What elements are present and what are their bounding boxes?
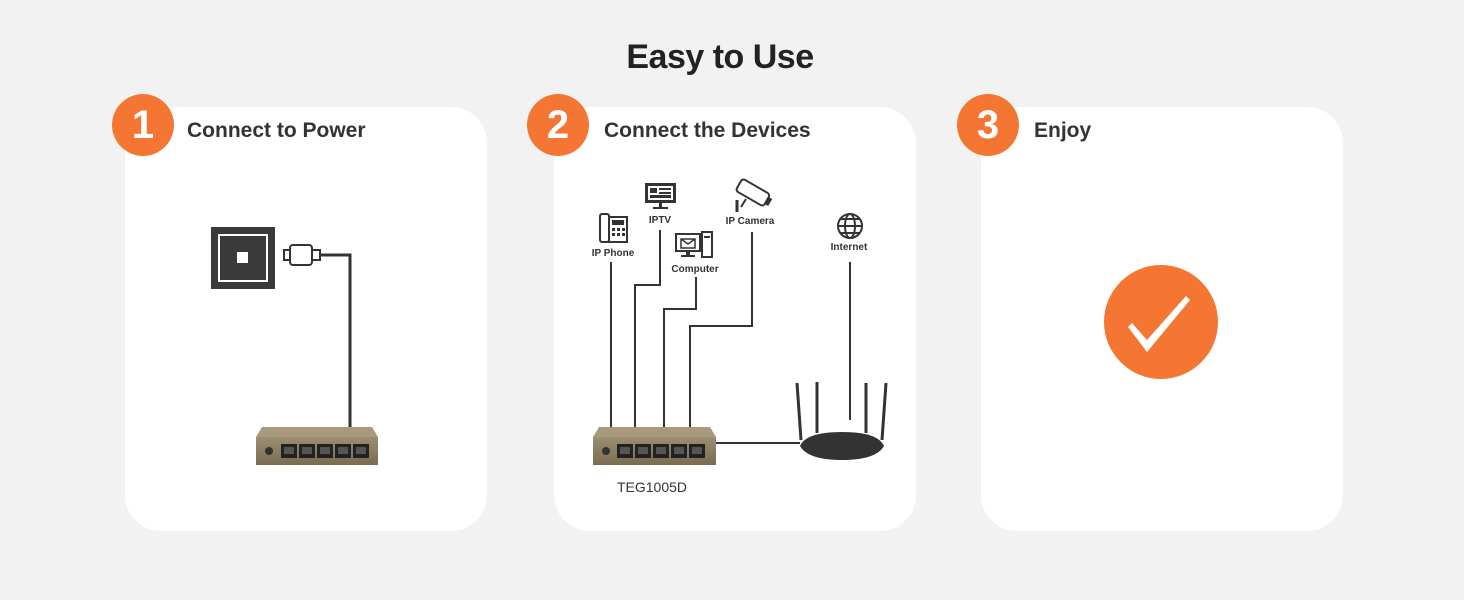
step-1-number-badge: 1 bbox=[112, 94, 174, 156]
power-plug-icon bbox=[283, 244, 321, 266]
iptv-label: IPTV bbox=[649, 215, 672, 226]
wireless-router-icon bbox=[795, 382, 888, 460]
page-title: Easy to Use bbox=[626, 38, 814, 76]
step-3-title: Enjoy bbox=[1034, 119, 1092, 142]
network-switch-icon bbox=[256, 427, 378, 465]
iptv-icon bbox=[645, 183, 676, 209]
step-2-title: Connect the Devices bbox=[604, 119, 811, 142]
switch-model-label: TEG1005D bbox=[617, 479, 687, 495]
internet-label: Internet bbox=[831, 242, 868, 253]
computer-icon bbox=[675, 231, 713, 258]
ip-camera-icon bbox=[735, 178, 773, 212]
step-2-number-badge: 2 bbox=[527, 94, 589, 156]
computer-label: Computer bbox=[671, 264, 718, 275]
ip-phone-icon bbox=[599, 213, 628, 243]
internet-globe-icon bbox=[837, 213, 863, 239]
network-switch-icon bbox=[593, 427, 716, 465]
step-1-title: Connect to Power bbox=[187, 119, 366, 142]
power-cable bbox=[320, 253, 352, 427]
ip-phone-label: IP Phone bbox=[592, 248, 635, 259]
ip-camera-label: IP Camera bbox=[726, 216, 775, 227]
step-3-number-badge: 3 bbox=[957, 94, 1019, 156]
checkmark-icon bbox=[1104, 265, 1218, 379]
power-outlet-icon bbox=[211, 227, 275, 289]
ethernet-cables bbox=[610, 230, 851, 444]
